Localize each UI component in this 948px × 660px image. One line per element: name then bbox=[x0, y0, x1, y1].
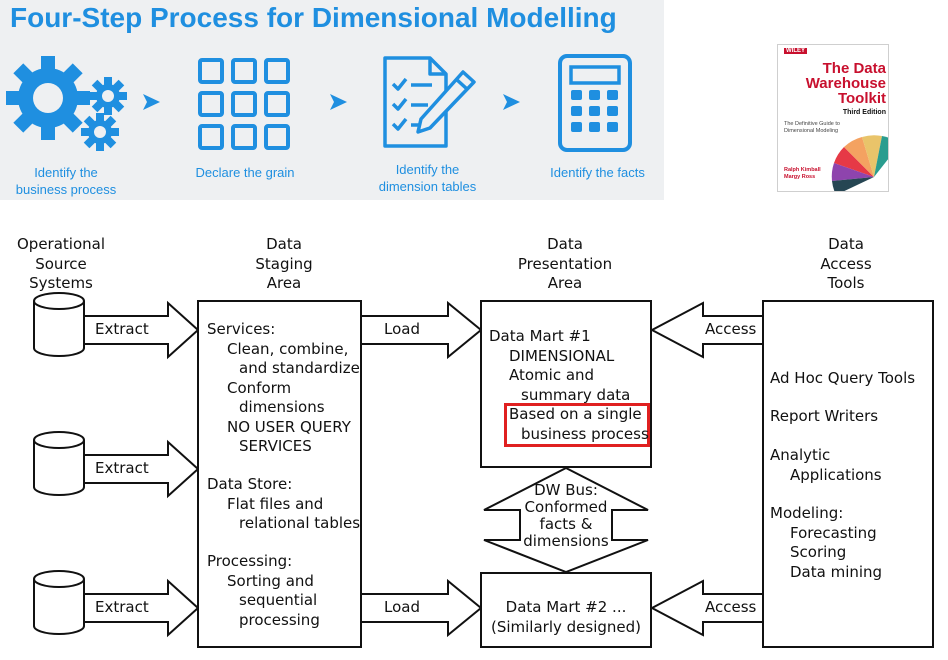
extract-arrow-1 bbox=[82, 300, 200, 360]
data-mart-2-box bbox=[480, 572, 652, 648]
book-authors: Ralph Kimball Margy Ross bbox=[784, 167, 821, 180]
banner-title: Four-Step Process for Dimensional Modell… bbox=[10, 2, 617, 33]
load-label: Load bbox=[384, 320, 420, 338]
data-mart-1-box bbox=[480, 300, 652, 468]
load-arrow-1 bbox=[357, 300, 483, 360]
flow-arrow-icon bbox=[330, 94, 347, 110]
extract-label: Extract bbox=[95, 459, 149, 477]
book-edition: Third Edition bbox=[842, 109, 886, 116]
database-icon bbox=[33, 292, 85, 357]
access-tools-box bbox=[762, 300, 934, 648]
staging-services: Services: Clean, combine, and standardiz… bbox=[207, 320, 360, 455]
publisher-logo: WILEY bbox=[784, 48, 807, 54]
book-title: The Data Warehouse Toolkit bbox=[805, 60, 886, 107]
grid-icon bbox=[198, 58, 290, 150]
book-subtitle: The Definitive Guide to Dimensional Mode… bbox=[784, 121, 840, 134]
process-banner: Four-Step Process for Dimensional Modell… bbox=[0, 0, 664, 200]
extract-label: Extract bbox=[95, 320, 149, 338]
database-icon bbox=[33, 570, 85, 635]
extract-arrow-2 bbox=[82, 439, 200, 499]
calculator-icon bbox=[558, 54, 632, 152]
tool-report-writers: Report Writers bbox=[770, 407, 879, 425]
flow-arrow-icon bbox=[143, 94, 160, 110]
highlight-box bbox=[504, 403, 650, 447]
staging-area-box bbox=[197, 300, 362, 648]
access-label: Access bbox=[705, 598, 757, 616]
access-label: Access bbox=[705, 320, 757, 338]
load-label: Load bbox=[384, 598, 420, 616]
database-icon bbox=[33, 431, 85, 496]
dw-bus-label: DW Bus: Conformed facts & dimensions bbox=[523, 481, 609, 550]
access-arrow-1 bbox=[649, 301, 764, 359]
banner-graphics bbox=[6, 54, 632, 152]
flow-arrow-icon bbox=[503, 94, 520, 110]
tool-analytic-applications: Analytic Applications bbox=[770, 446, 882, 484]
step-4-label: Identify the facts bbox=[550, 165, 645, 180]
access-arrow-2 bbox=[649, 579, 764, 637]
step-2-label: Declare the grain bbox=[195, 165, 295, 180]
staging-processing: Processing: Sorting and sequential proce… bbox=[207, 552, 320, 629]
extract-label: Extract bbox=[95, 598, 149, 616]
extract-arrow-3 bbox=[82, 578, 200, 638]
load-arrow-2 bbox=[357, 578, 483, 638]
tool-adhoc-query: Ad Hoc Query Tools bbox=[770, 369, 916, 387]
tool-modeling: Modeling: Forecasting Scoring Data minin… bbox=[770, 504, 883, 581]
book-color-swatch-image bbox=[831, 135, 888, 191]
highlight-text: Based on a single business process bbox=[509, 405, 649, 443]
data-mart-2-content: Data Mart #2 ... (Similarly designed) bbox=[490, 598, 642, 636]
checklist-pen-icon bbox=[383, 56, 476, 148]
data-mart-1-content: Data Mart #1 DIMENSIONAL Atomic and summ… bbox=[489, 327, 631, 404]
book-cover: WILEY The Data Warehouse Toolkit Third E… bbox=[777, 44, 889, 192]
staging-data-store: Data Store: Flat files and relational ta… bbox=[207, 475, 361, 532]
